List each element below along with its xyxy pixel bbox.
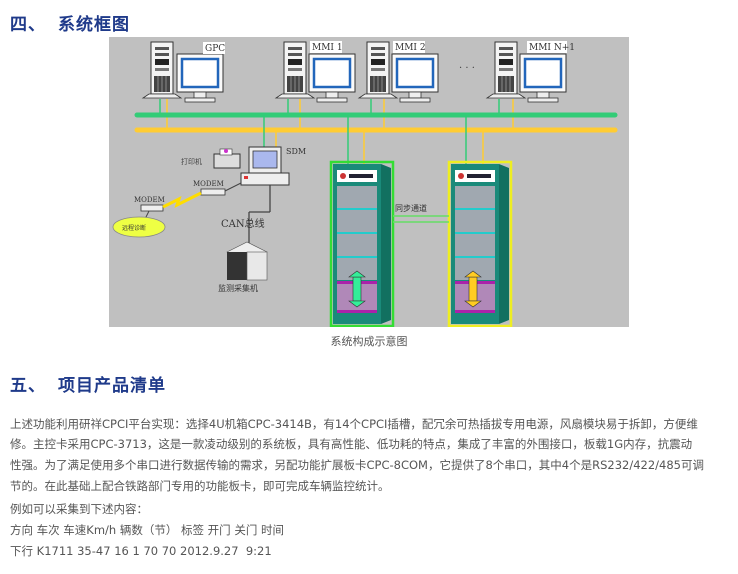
- fields-line: 方向 车次 车速Km/h 辆数（节） 标签 开门 关门 时间: [10, 523, 284, 537]
- section-5-heading: 五、项目产品清单: [10, 371, 166, 396]
- printer: 打印机: [181, 148, 241, 169]
- workstation-label: MMI 2: [395, 43, 426, 53]
- remote-diagnosis-cloud: 远程诊断: [112, 216, 166, 238]
- diagram-caption: 系统构成示意图: [330, 335, 408, 348]
- modem-label-2: MODEM: [134, 196, 165, 204]
- system-diagram: GPC MMI 1 MMI 2 · · · MMI N+1: [109, 37, 629, 328]
- section-4-number: 四、: [10, 15, 46, 35]
- section-5-title: 项目产品清单: [58, 376, 166, 396]
- wireless-link-icon: [162, 191, 202, 209]
- cabinet-yellow: [447, 160, 513, 328]
- workstation-mmi-1: MMI 1: [275, 41, 357, 129]
- example-intro: 例如可以采集到下述内容：: [10, 502, 148, 516]
- collector-label: 监测采集机: [218, 283, 258, 293]
- sdm-label: SDM: [286, 147, 306, 156]
- section-4-title: 系统框图: [58, 15, 130, 35]
- double-arrow-yellow-icon: [464, 270, 482, 308]
- modem-2: MODEM: [134, 196, 165, 212]
- values-line: 下行 K1711 35-47 16 1 70 70 2012.9.27 9:21: [10, 544, 272, 558]
- sdm-computer: SDM: [240, 146, 306, 186]
- double-arrow-green-icon: [348, 270, 366, 308]
- body-paragraph-line: 修。主控卡采用CPC-3713，这是一款凌动级别的系统板，具有高性能、低功耗的特…: [10, 437, 693, 451]
- workstation-gpc: GPC: [142, 41, 225, 129]
- can-bus-label: CAN总线: [221, 217, 265, 230]
- workstation-label: GPC: [205, 44, 225, 54]
- ellipsis: · · ·: [459, 63, 475, 74]
- modem-label-1: MODEM: [193, 180, 224, 188]
- section-4-heading: 四、系统框图: [10, 10, 130, 35]
- workstation-label: MMI N+1: [529, 43, 575, 53]
- cabinet-green: [329, 160, 395, 328]
- monitoring-collector: 监测采集机: [218, 241, 268, 293]
- body-paragraph-line: 节的。在此基础上配合铁路部门专用的功能板卡，即可完成车辆监控统计。: [10, 479, 390, 493]
- modem-1: MODEM: [193, 180, 226, 196]
- body-paragraph-line: 上述功能利用研祥CPCI平台实现：选择4U机箱CPC-3414B，有14个CPC…: [10, 417, 698, 431]
- body-paragraph-line: 性强。为了满足使用多个串口进行数据传输的需求，另配功能扩展板卡CPC-8COM，…: [10, 458, 704, 472]
- remote-label: 远程诊断: [122, 224, 146, 232]
- section-5-number: 五、: [10, 376, 46, 396]
- sync-channel-label: 同步通道: [395, 203, 427, 213]
- printer-label: 打印机: [181, 157, 202, 166]
- workstation-label: MMI 1: [312, 43, 343, 53]
- workstation-mmi-2: MMI 2: [358, 41, 440, 129]
